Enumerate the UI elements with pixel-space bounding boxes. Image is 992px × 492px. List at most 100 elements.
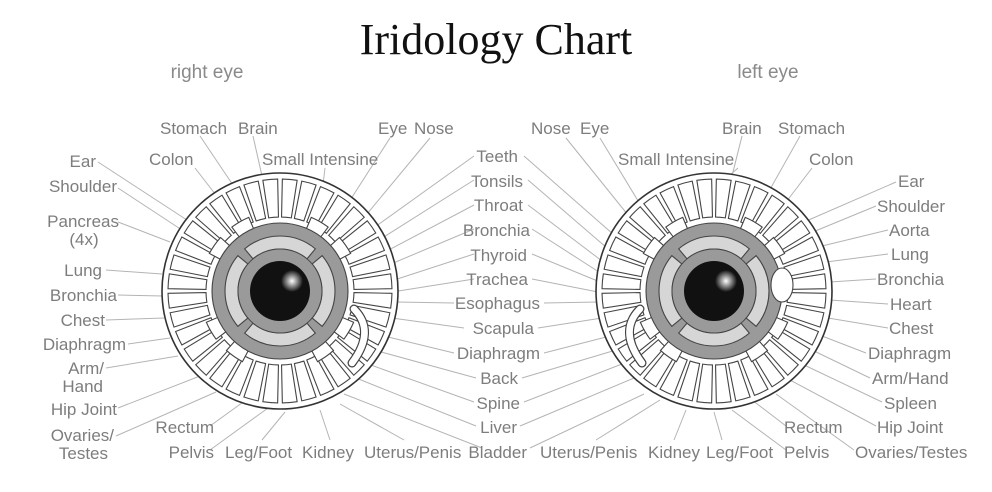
label-liver: Liver <box>480 418 517 437</box>
label-ovaries: Ovaries/ <box>51 426 115 445</box>
iris-segment <box>677 360 701 402</box>
label-chest-left: Chest <box>889 319 934 338</box>
label-tonsils: Tonsils <box>471 172 523 191</box>
center-labels: Teeth Tonsils Throat Bronchia Thyroid Tr… <box>455 147 540 462</box>
iris-segment <box>352 273 393 291</box>
iris-spine-band-fill <box>626 305 646 367</box>
iris-spine-band-fill <box>348 305 368 367</box>
label-leg-foot: Leg/Foot <box>225 443 292 462</box>
label-diaphragm-left: Diaphragm <box>868 344 951 363</box>
label-hand: Hand <box>62 377 103 396</box>
label-spleen: Spleen <box>884 394 937 413</box>
iris-segment <box>603 254 645 278</box>
left-eye-iris <box>595 172 833 410</box>
iris-segment <box>727 360 751 402</box>
label-eye: Eye <box>378 119 407 138</box>
pupil-highlight <box>715 270 737 292</box>
label-shoulder-left: Shoulder <box>877 197 945 216</box>
label-bladder: Bladder <box>468 443 527 462</box>
label-aorta: Aorta <box>889 221 930 240</box>
pupil <box>250 261 310 321</box>
iris-segment <box>280 178 298 219</box>
iris-segment <box>293 360 317 402</box>
pupil-highlight <box>281 270 303 292</box>
label-trachea: Trachea <box>466 270 528 289</box>
label-arm: Arm/ <box>68 359 104 378</box>
label-ear: Ear <box>70 152 97 171</box>
label-chest: Chest <box>61 311 106 330</box>
label-uterus-penis-left: Uterus/Penis <box>540 443 637 462</box>
label-leg-foot-left: Leg/Foot <box>706 443 773 462</box>
label-kidney: Kidney <box>302 443 354 462</box>
iris-segment <box>169 304 211 328</box>
iris-segment <box>677 180 701 222</box>
label-rectum: Rectum <box>155 418 214 437</box>
label-hip-joint: Hip Joint <box>51 400 117 419</box>
iris-segment <box>601 273 642 291</box>
right-eye-iris <box>161 172 399 410</box>
iris-segment <box>783 304 825 328</box>
label-bronchia-center: Bronchia <box>463 221 531 240</box>
iris-segment <box>696 178 714 219</box>
label-pancreas-note: (4x) <box>69 230 98 249</box>
iris-segment <box>169 254 211 278</box>
iris-segment <box>167 291 208 309</box>
label-uterus-penis: Uterus/Penis <box>364 443 461 462</box>
label-bronchia-left: Bronchia <box>877 270 945 289</box>
label-hip-joint-left: Hip Joint <box>877 418 943 437</box>
label-bronchia: Bronchia <box>50 286 118 305</box>
label-teeth: Teeth <box>476 147 518 166</box>
label-nose: Nose <box>414 119 454 138</box>
label-colon: Colon <box>149 150 193 169</box>
label-nose-left: Nose <box>531 119 571 138</box>
right-eye-labels: Stomach Brain Eye Nose Colon Small Inten… <box>43 119 461 463</box>
label-rectum-left: Rectum <box>784 418 843 437</box>
iris-segment <box>243 180 267 222</box>
label-thyroid: Thyroid <box>470 246 527 265</box>
label-back: Back <box>480 369 518 388</box>
iris-segment <box>262 178 280 219</box>
label-ovaries-testes-left: Ovaries/Testes <box>855 443 967 462</box>
label-small-intensine-left: Small Intensine <box>618 150 734 169</box>
left-eye-title: left eye <box>737 62 798 83</box>
iris-segment <box>167 273 208 291</box>
label-ear-left: Ear <box>898 172 925 191</box>
iris-segment <box>352 291 393 309</box>
iris-segment <box>601 291 642 309</box>
label-brain-left: Brain <box>722 119 762 138</box>
label-colon-left: Colon <box>809 150 853 169</box>
iris-segment <box>714 363 732 404</box>
label-heart: Heart <box>890 295 932 314</box>
label-pancreas: Pancreas <box>47 212 119 231</box>
label-testes: Testes <box>59 444 108 463</box>
iris-segment <box>262 363 280 404</box>
label-lung-left: Lung <box>891 245 929 264</box>
label-eye-left: Eye <box>580 119 609 138</box>
label-kidney-left: Kidney <box>648 443 700 462</box>
label-esophagus: Esophagus <box>455 294 540 313</box>
label-spine: Spine <box>477 394 520 413</box>
iris-segment <box>727 180 751 222</box>
iris-segment <box>280 363 298 404</box>
right-eye-title: right eye <box>171 62 244 83</box>
label-stomach: Stomach <box>160 119 227 138</box>
label-brain: Brain <box>238 119 278 138</box>
label-throat: Throat <box>474 196 523 215</box>
label-small-intensine: Small Intensine <box>262 150 378 169</box>
label-stomach-left: Stomach <box>778 119 845 138</box>
label-pelvis: Pelvis <box>169 443 214 462</box>
label-diaphragm: Diaphragm <box>43 335 126 354</box>
label-arm-hand-left: Arm/Hand <box>872 369 949 388</box>
iris-segment <box>243 360 267 402</box>
left-eye-labels: Nose Eye Brain Stomach Small Intensine C… <box>531 119 967 462</box>
iris-segment <box>696 363 714 404</box>
iris-segment <box>349 254 391 278</box>
iris-segment <box>293 180 317 222</box>
label-lung: Lung <box>64 261 102 280</box>
label-diaphragm-center: Diaphragm <box>457 344 540 363</box>
chart-title: Iridology Chart <box>360 15 633 64</box>
pupil <box>684 261 744 321</box>
iris-heart-oval <box>770 267 794 303</box>
label-pelvis-left: Pelvis <box>784 443 829 462</box>
